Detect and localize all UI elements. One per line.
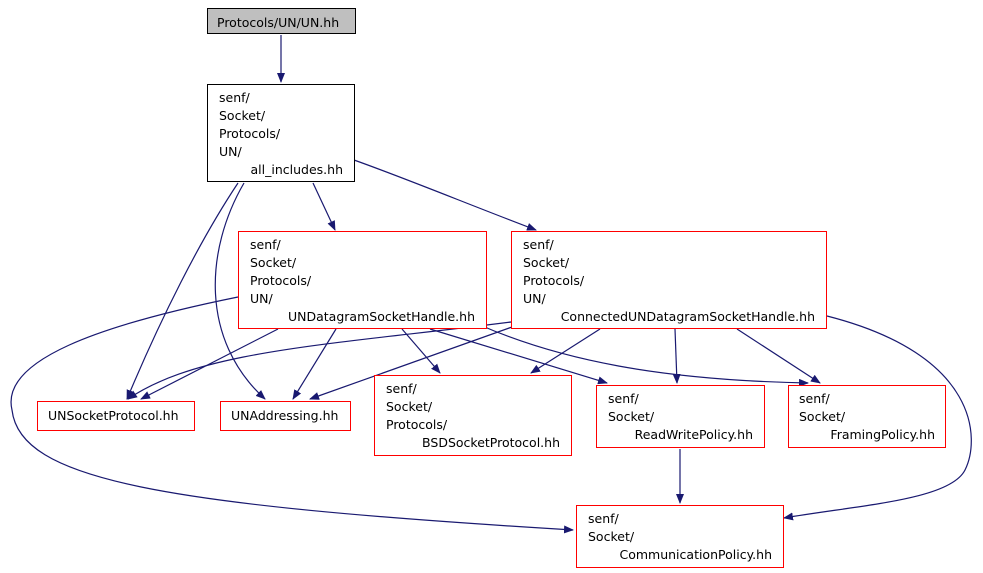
edge-undgram-to-rw (429, 328, 608, 385)
node-label-line: ConnectedUNDatagramSocketHandle.hh (560, 309, 815, 324)
edge-conn-to-comm (783, 315, 972, 521)
node-label-line: ReadWritePolicy.hh (634, 427, 753, 442)
node-all_includes[interactable]: senf/Socket/Protocols/UN/all_includes.hh (207, 84, 355, 182)
node-label-line: Socket/ (523, 255, 570, 270)
edge-conn-to-bsd (530, 328, 601, 374)
node-label-line: all_includes.hh (250, 162, 343, 177)
node-label-line: senf/ (250, 237, 281, 252)
node-label-line: FramingPolicy.hh (830, 427, 935, 442)
edge-conn-to-unaddr (309, 326, 513, 400)
node-label-line: senf/ (523, 237, 554, 252)
node-label-line: UN/ (219, 144, 242, 159)
node-comm[interactable]: senf/Socket/CommunicationPolicy.hh (576, 505, 784, 568)
edge-all_includes-to-undgram (312, 182, 336, 231)
node-label-line: Socket/ (799, 409, 846, 424)
node-label-line: Socket/ (608, 409, 655, 424)
node-label-line: CommunicationPolicy.hh (619, 547, 772, 562)
node-label-line: Protocols/ (250, 273, 312, 288)
edge-undgram-to-unaddr (292, 328, 337, 400)
node-label-line: senf/ (386, 381, 417, 396)
node-label-line: BSDSocketProtocol.hh (422, 435, 560, 450)
node-label-line: UNAddressing.hh (231, 408, 339, 423)
node-undgram[interactable]: senf/Socket/Protocols/UN/UNDatagramSocke… (238, 231, 487, 329)
edge-undgram-to-comm (10, 296, 574, 534)
node-unsock[interactable]: UNSocketProtocol.hh (37, 401, 195, 431)
node-label-line: senf/ (608, 391, 639, 406)
edge-conn-to-framing (736, 328, 821, 384)
edge-conn-to-rw (672, 328, 681, 384)
node-label-line: Protocols/ (523, 273, 585, 288)
edge-undgram-to-bsd (401, 328, 441, 374)
node-label-line: UNSocketProtocol.hh (48, 408, 179, 423)
edge-all_includes-to-conn (353, 159, 537, 231)
node-label-line: UNDatagramSocketHandle.hh (288, 309, 475, 324)
node-label-line: senf/ (219, 90, 250, 105)
node-label-line: Protocols/ (386, 417, 448, 432)
node-label-line: UN/ (523, 291, 546, 306)
node-label-line: Protocols/UN/UN.hh (217, 15, 340, 30)
node-label-line: senf/ (799, 391, 830, 406)
edge-undgram-to-framing (479, 324, 809, 387)
edge-all_includes-to-unsock (126, 182, 239, 400)
node-unaddr[interactable]: UNAddressing.hh (220, 401, 351, 431)
node-un[interactable]: Protocols/UN/UN.hh (207, 8, 356, 34)
node-rw[interactable]: senf/Socket/ReadWritePolicy.hh (596, 385, 765, 448)
node-conn[interactable]: senf/Socket/Protocols/UN/ConnectedUNData… (511, 231, 827, 329)
edge-conn-to-unsock (127, 321, 512, 400)
node-label-line: senf/ (588, 511, 619, 526)
node-framing[interactable]: senf/Socket/FramingPolicy.hh (788, 385, 946, 448)
node-bsd[interactable]: senf/Socket/Protocols/BSDSocketProtocol.… (374, 375, 572, 456)
edge-all_includes-to-unaddr (214, 182, 266, 400)
node-label-line: Socket/ (219, 108, 266, 123)
node-label-line: UN/ (250, 291, 273, 306)
node-label-line: Socket/ (588, 529, 635, 544)
node-label-line: Protocols/ (219, 126, 281, 141)
edge-undgram-to-unsock (140, 328, 279, 400)
node-label-line: Socket/ (250, 255, 297, 270)
node-label-line: Socket/ (386, 399, 433, 414)
